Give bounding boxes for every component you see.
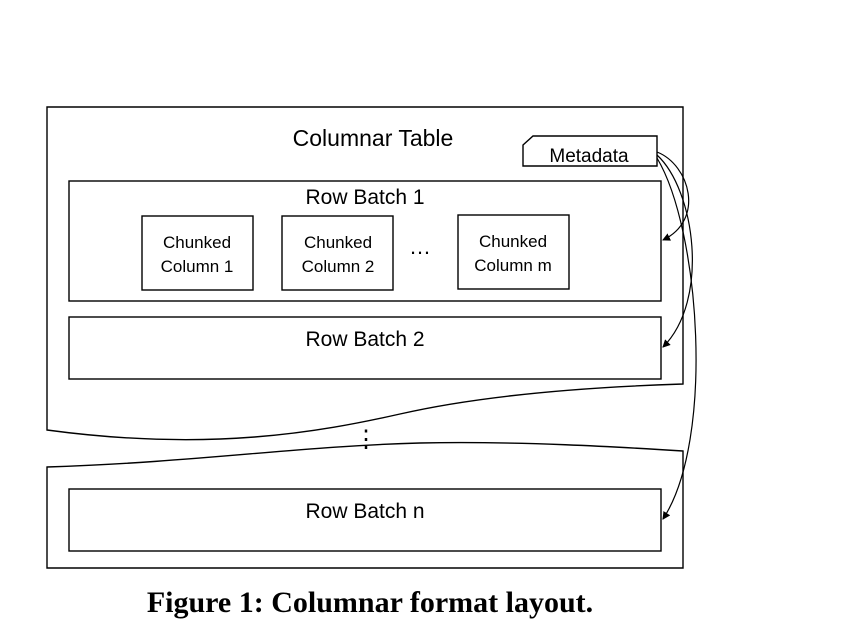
chunked-column-1 (141, 215, 254, 291)
table-outline-bottom (46, 441, 684, 569)
table-outline-top (46, 106, 684, 441)
gap-ellipsis: ⋮ (354, 426, 378, 453)
row-batch-2 (68, 316, 662, 380)
row-batch-2-label: Row Batch 2 (305, 328, 424, 351)
chunked-column-m-line2: Column m (474, 256, 551, 275)
chunked-column-1-line1: Chunked (163, 233, 231, 252)
metadata-box (522, 135, 658, 167)
chunked-column-1-line2: Column 1 (161, 257, 234, 276)
chunk-ellipsis: … (409, 234, 431, 259)
chunked-column-m-line1: Chunked (479, 232, 547, 251)
row-batch-n-label: Row Batch n (305, 500, 424, 523)
metadata-pointer-arrow-2 (656, 154, 693, 348)
metadata-label: Metadata (549, 146, 629, 167)
metadata-pointer-arrow-1 (656, 151, 690, 241)
chunked-column-2-line2: Column 2 (302, 257, 375, 276)
figure-caption: Figure 1: Columnar format layout. (146, 586, 594, 619)
row-batch-1 (68, 180, 662, 302)
row-batch-1-label: Row Batch 1 (305, 186, 424, 209)
chunked-column-m (457, 214, 570, 290)
chunked-column-2-line1: Chunked (304, 233, 372, 252)
row-batch-n (68, 488, 662, 552)
chunked-column-2 (281, 215, 394, 291)
metadata-pointer-arrow-n (656, 157, 697, 520)
table-title: Columnar Table (293, 125, 454, 151)
